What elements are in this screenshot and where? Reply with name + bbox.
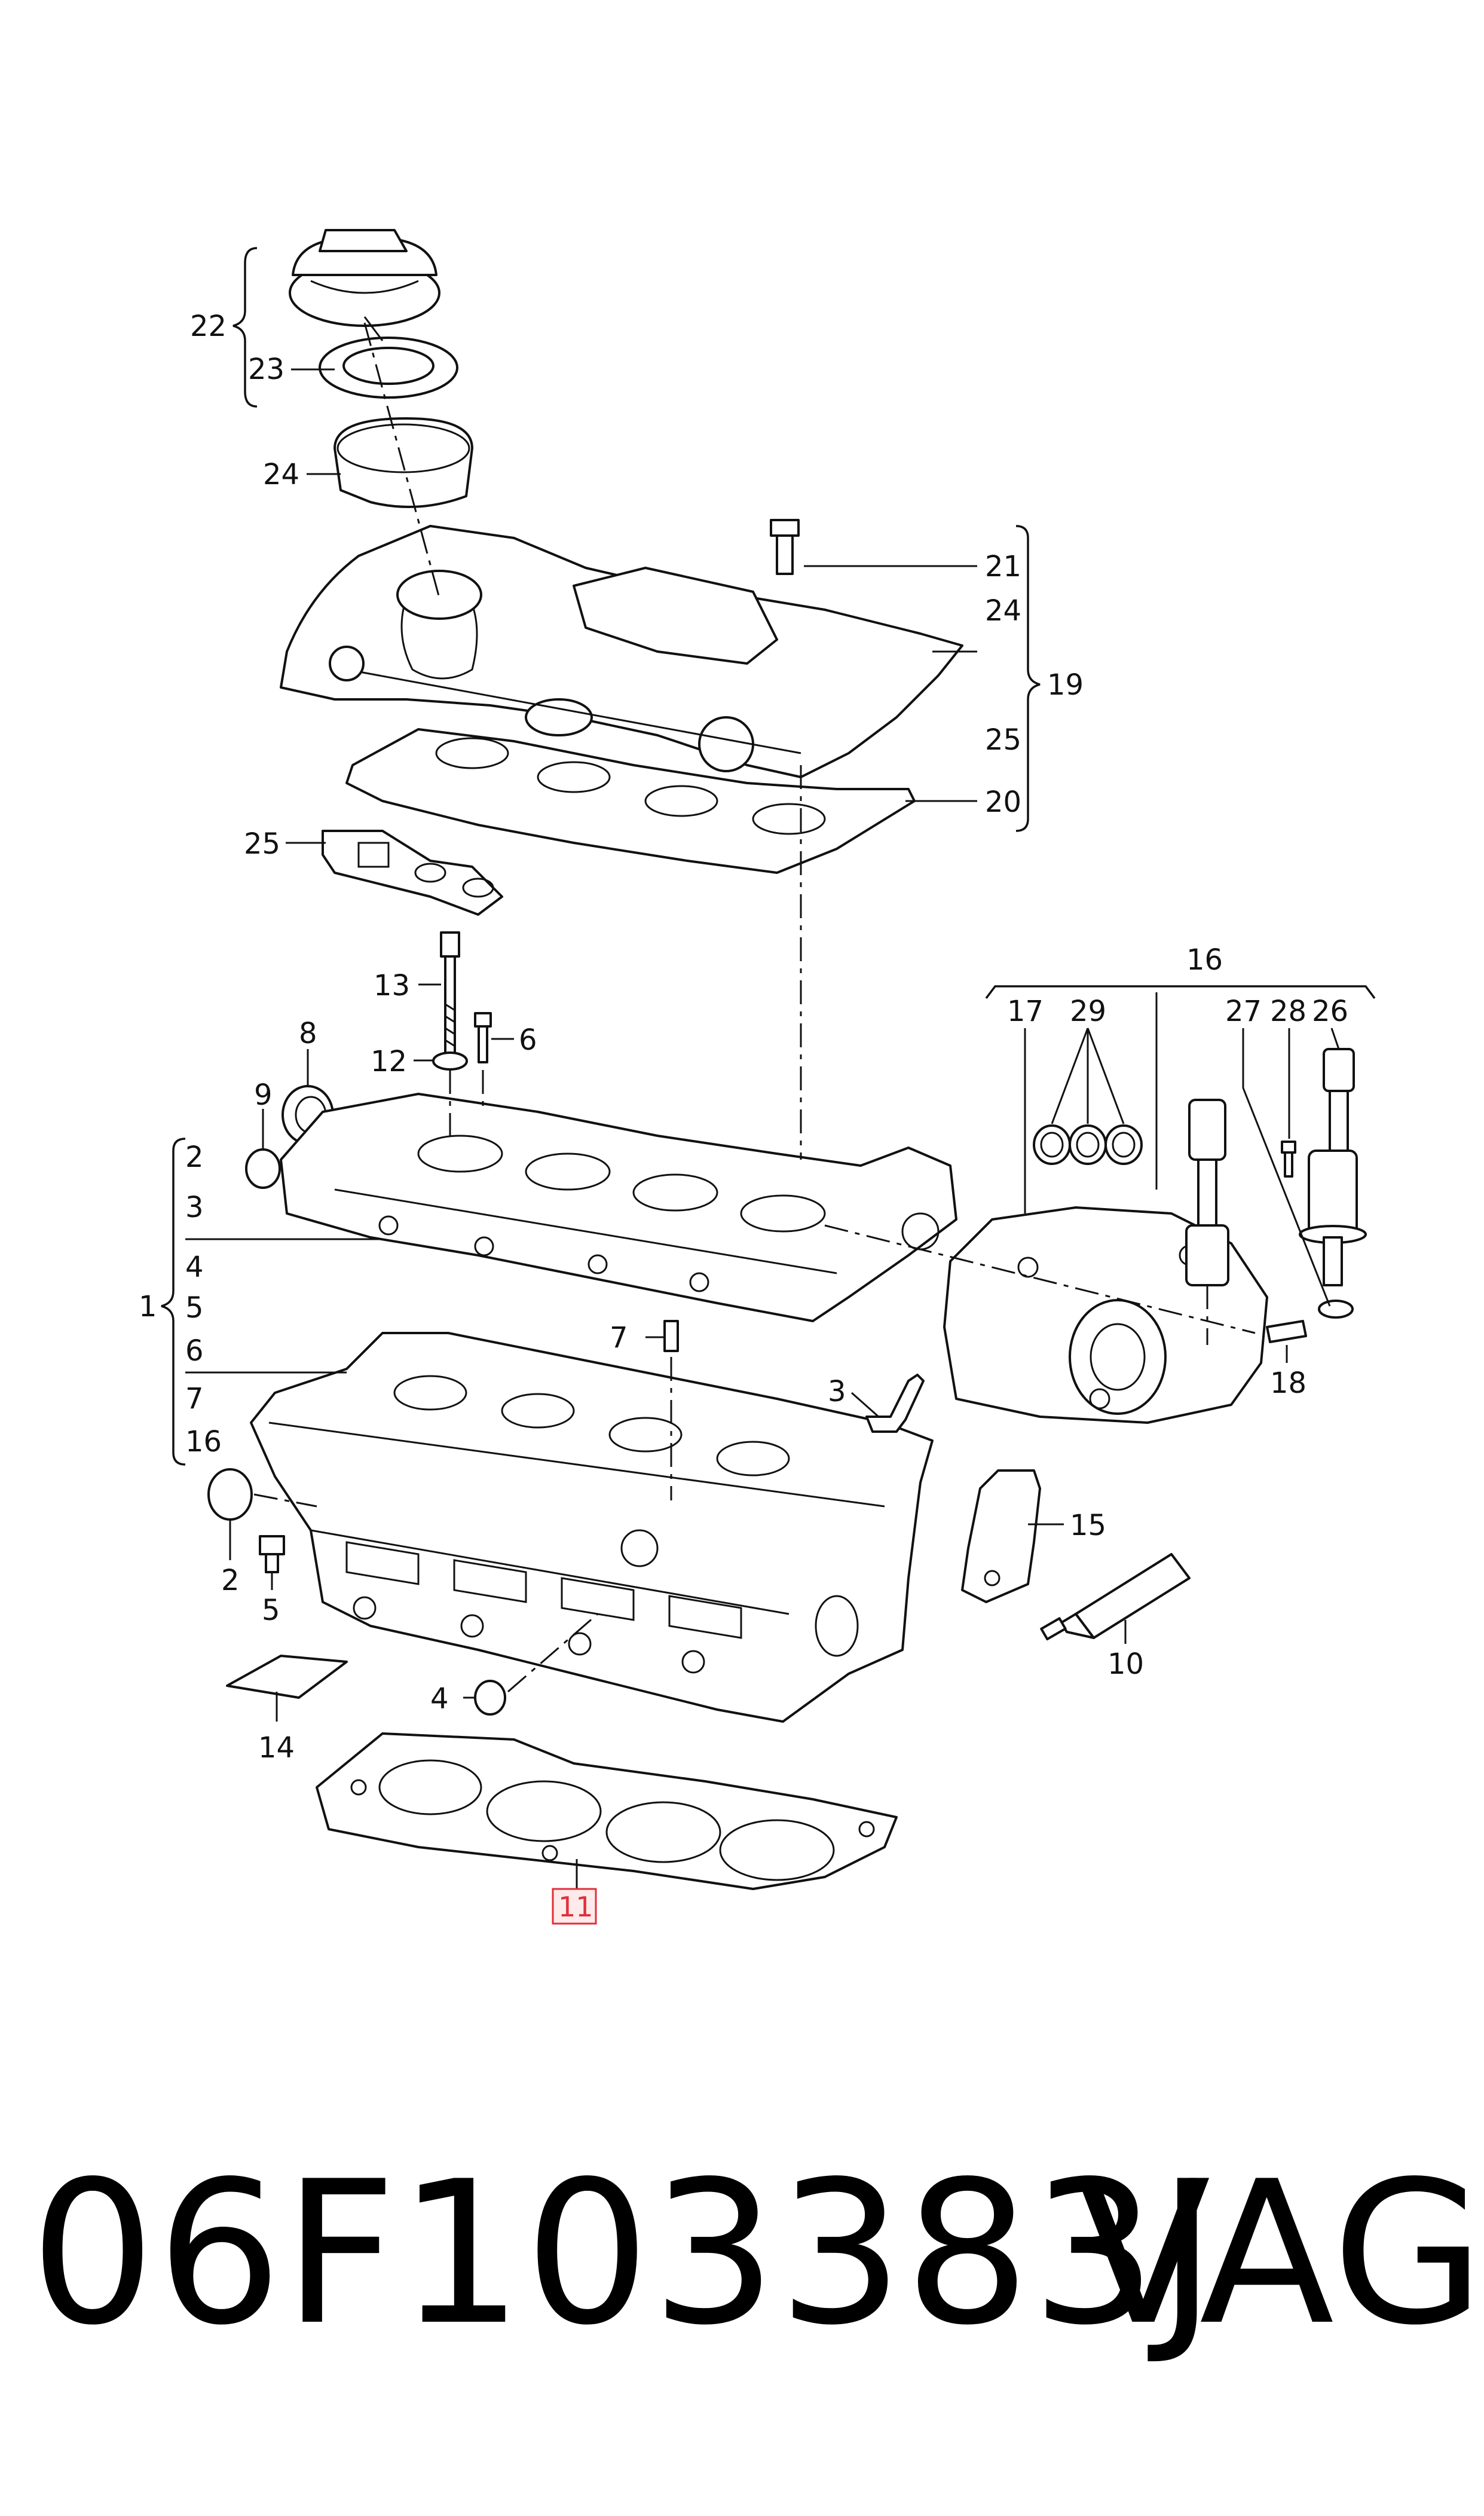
label-2: 2 — [221, 1564, 240, 1597]
assembly-line-housing — [824, 1224, 1256, 1334]
label-29: 29 — [1070, 995, 1106, 1028]
brace-16 — [985, 985, 1376, 999]
label-16: 16 — [1186, 943, 1223, 977]
leader-23-down — [363, 316, 384, 341]
assembly-line-cap — [363, 322, 440, 598]
label-25: 25 — [244, 827, 280, 861]
seal-ring-27 — [1318, 1300, 1354, 1319]
label-9: 9 — [254, 1078, 273, 1112]
cylinder-head-cover-gasket — [345, 728, 916, 874]
label-7: 7 — [185, 1382, 204, 1416]
bolt-washer — [432, 1051, 468, 1071]
label-4: 4 — [185, 1251, 204, 1284]
cylinder-head-gasket — [316, 1732, 898, 1890]
label-26: 26 — [1312, 995, 1348, 1028]
oil-filler-cap — [289, 229, 440, 327]
cover-screw — [474, 1012, 492, 1063]
label-18: 18 — [1270, 1366, 1306, 1400]
assembly-line-plug — [253, 1493, 317, 1508]
label-22: 22 — [190, 310, 227, 343]
label-11: 11 — [558, 1891, 593, 1923]
spark-plug-seal — [322, 830, 503, 916]
label-16: 16 — [185, 1425, 222, 1459]
label-23: 23 — [248, 353, 284, 386]
label-20: 20 — [985, 785, 1021, 819]
label-1: 1 — [139, 1290, 157, 1323]
brace-19 — [1015, 525, 1041, 832]
leader-27 — [1242, 1028, 1331, 1307]
label-3: 3 — [185, 1191, 204, 1224]
label-12: 12 — [371, 1045, 407, 1078]
sealing-cap — [474, 1680, 506, 1716]
camshaft-housing — [280, 1093, 957, 1322]
label-15: 15 — [1070, 1509, 1106, 1542]
camshaft-control-valve — [1185, 1099, 1229, 1286]
sealing-plug-small — [245, 1148, 281, 1189]
label-6: 6 — [519, 1023, 537, 1057]
exploded-parts-diagram: 22 23 24 21 24 19 25 20 25 13 12 6 8 9 2… — [139, 229, 1376, 1925]
brace-22 — [232, 247, 258, 408]
label-19: 19 — [1047, 668, 1084, 702]
footer: 06F103383J VAG — [0, 2128, 1484, 2379]
label-10: 10 — [1107, 1647, 1144, 1681]
label-5: 5 — [185, 1291, 204, 1325]
mounting-screw-28 — [1281, 1141, 1296, 1178]
label-2: 2 — [185, 1141, 204, 1174]
label-6: 6 — [185, 1334, 204, 1368]
label-4: 4 — [430, 1682, 449, 1716]
part-number: 06F103383J — [30, 2139, 1217, 2368]
leader-3b — [851, 1392, 879, 1418]
label-14: 14 — [258, 1731, 295, 1765]
cylinder-head-bolt — [440, 931, 460, 1059]
label-7: 7 — [610, 1321, 628, 1355]
sealing-plug — [207, 1468, 253, 1521]
label-3: 3 — [828, 1375, 846, 1408]
tensioner — [961, 1469, 1041, 1603]
cylinder-head-cover — [280, 519, 963, 778]
sealant-tube — [1040, 1553, 1191, 1641]
guide-pin — [865, 1374, 925, 1433]
label-25: 25 — [985, 723, 1021, 757]
label-24: 24 — [985, 594, 1021, 628]
label-27: 27 — [1225, 995, 1262, 1028]
label-21: 21 — [985, 550, 1021, 583]
o-rings — [1033, 1124, 1143, 1165]
filler-cap-seal-ring — [319, 337, 458, 399]
dowel-pin — [663, 1320, 679, 1352]
label-5: 5 — [262, 1594, 280, 1627]
brand-name: VAG — [1076, 2139, 1484, 2368]
label-24: 24 — [263, 458, 299, 491]
highlighted-part-11: 11 — [552, 1888, 597, 1925]
callout-labels: 22 23 24 21 24 19 25 20 25 13 12 6 8 9 2… — [139, 310, 1348, 1765]
label-17: 17 — [1007, 995, 1044, 1028]
leader-26 — [1330, 1028, 1340, 1050]
brace-1 — [161, 1138, 186, 1466]
label-28: 28 — [1270, 995, 1306, 1028]
heat-shield-plate — [226, 1655, 348, 1699]
assembly-line-cap4 — [507, 1613, 598, 1693]
screw-18 — [1266, 1320, 1307, 1343]
highlight-box — [552, 1888, 597, 1925]
leader-29 — [1051, 1028, 1125, 1124]
cylinder-head — [250, 1332, 934, 1723]
oil-pressure-switch — [259, 1535, 285, 1573]
label-8: 8 — [299, 1017, 317, 1050]
label-13: 13 — [374, 969, 410, 1002]
actuator-solenoid — [1299, 1048, 1367, 1286]
